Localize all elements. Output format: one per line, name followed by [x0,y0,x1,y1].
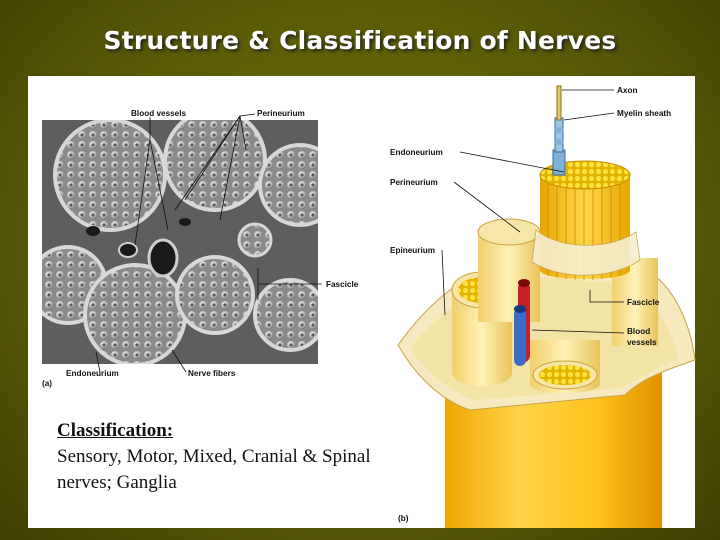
label-myelin-sheath: Myelin sheath [617,109,671,118]
label-blood-vessels-b-line2: vessels [627,338,657,347]
label-epineurium: Epineurium [390,246,435,255]
panel-label-b: (b) [398,514,409,523]
label-endoneurium-a: Endoneurium [66,369,119,378]
label-perineurium-b: Perineurium [390,178,438,187]
label-perineurium-a: Perineurium [257,109,305,118]
label-fascicle-a: Fascicle [326,280,359,289]
classification-text: Sensory, Motor, Mixed, Cranial & Spinal … [57,446,371,493]
label-endoneurium-b: Endoneurium [390,148,443,157]
micrograph [30,110,340,365]
label-blood-vessels-b-line1: Blood [627,327,650,336]
classification-block: Classification: Sensory, Motor, Mixed, C… [57,418,397,496]
label-nerve-fibers-a: Nerve fibers [188,369,236,378]
classification-heading: Classification: [57,418,397,444]
label-axon: Axon [617,86,637,95]
panel-label-a: (a) [42,379,52,388]
label-fascicle-b: Fascicle [627,298,660,307]
label-blood-vessels-a: Blood vessels [131,109,187,118]
